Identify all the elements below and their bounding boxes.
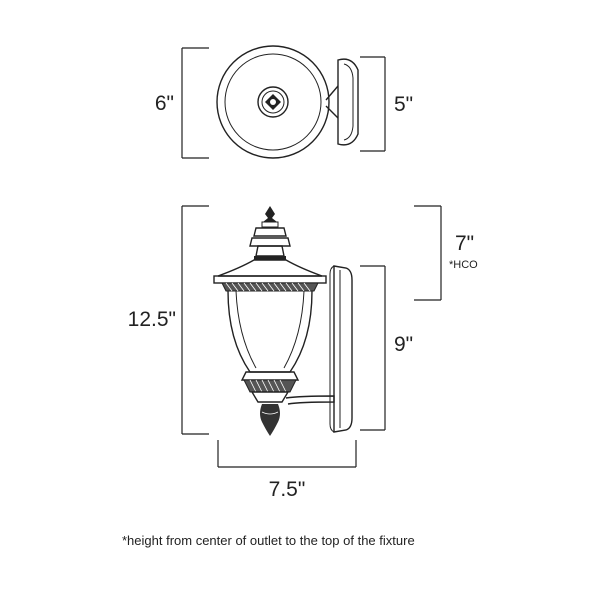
top-width-label: 6" bbox=[155, 92, 174, 115]
top-depth-label: 5" bbox=[394, 93, 413, 116]
backplate-bracket bbox=[360, 265, 386, 431]
width-bracket bbox=[217, 440, 357, 468]
top-depth-bracket bbox=[360, 56, 386, 152]
hco-bracket bbox=[414, 205, 442, 301]
width-label: 7.5" bbox=[269, 478, 306, 501]
footnote: *height from center of outlet to the top… bbox=[122, 533, 415, 548]
hco-note: *HCO bbox=[449, 259, 478, 271]
side-view: 12.5" bbox=[128, 205, 478, 501]
canopy-top bbox=[216, 45, 359, 159]
top-view: 6" 5" bbox=[155, 45, 413, 159]
lantern-fixture bbox=[213, 206, 353, 436]
top-width-bracket bbox=[181, 47, 209, 159]
backplate-label: 9" bbox=[394, 333, 413, 356]
height-label: 12.5" bbox=[128, 308, 176, 331]
hco-label: 7" bbox=[455, 232, 474, 255]
height-bracket bbox=[181, 205, 209, 435]
